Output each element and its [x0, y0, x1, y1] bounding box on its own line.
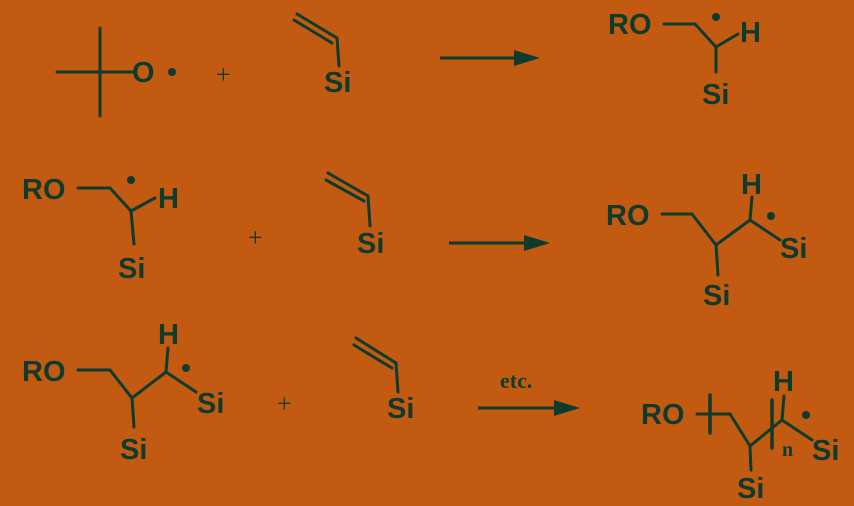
reaction-arrow — [449, 235, 550, 251]
dimer-radical-reactant: RO H Si Si — [22, 319, 224, 466]
hydrogen-atom: H — [741, 169, 762, 201]
vinylsilane-monomer: Si — [292, 12, 351, 99]
reaction-arrow — [440, 50, 540, 66]
alkoxy-group: RO — [606, 200, 650, 232]
row-3-propagation: RO H Si Si + Si etc. RO — [22, 319, 839, 505]
radical-dot — [802, 411, 810, 419]
row-1-initiation: O + Si RO H Si — [55, 9, 761, 118]
hydrogen-atom: H — [773, 366, 794, 398]
polymer-radical-product: RO n H Si Si — [641, 366, 839, 505]
tert-butoxy-radical: O — [55, 26, 176, 118]
reaction-arrow-continued: etc. — [478, 368, 580, 416]
radical-dot — [168, 68, 176, 76]
silicon-atom: Si — [387, 393, 414, 425]
silicon-atom: Si — [197, 388, 224, 420]
alkoxy-silyl-radical-reactant: RO H Si — [22, 174, 179, 285]
silicon-atom: Si — [120, 434, 147, 466]
alkoxy-silyl-radical-product: RO H Si — [608, 9, 761, 111]
radical-dot — [182, 364, 190, 372]
alkoxy-group: RO — [608, 9, 652, 41]
arrow-note: etc. — [500, 368, 532, 393]
alkoxy-group: RO — [22, 356, 66, 388]
silicon-atom: Si — [324, 67, 351, 99]
radical-dot — [127, 176, 135, 184]
silicon-atom: Si — [118, 253, 145, 285]
plus-sign: + — [277, 389, 292, 418]
silicon-atom: Si — [737, 473, 764, 505]
silicon-atom: Si — [780, 233, 807, 265]
hydrogen-atom: H — [740, 17, 761, 49]
radical-dot — [767, 212, 775, 220]
silicon-atom: Si — [812, 435, 839, 467]
row-2-propagation: RO H Si + Si RO — [22, 169, 807, 312]
vinylsilane-monomer: Si — [324, 171, 384, 260]
repeat-count: n — [782, 439, 793, 461]
silicon-atom: Si — [357, 228, 384, 260]
vinylsilane-monomer: Si — [352, 336, 414, 425]
hydrogen-atom: H — [158, 319, 179, 351]
alkoxy-group: RO — [22, 174, 66, 206]
alkoxy-group: RO — [641, 399, 685, 431]
silicon-atom: Si — [703, 280, 730, 312]
dimer-radical-product: RO H Si Si — [606, 169, 807, 312]
oxygen-atom: O — [132, 57, 155, 89]
silicon-atom: Si — [702, 79, 729, 111]
radical-dot — [712, 13, 720, 21]
plus-sign: + — [216, 60, 231, 89]
plus-sign: + — [248, 223, 263, 252]
hydrogen-atom: H — [158, 183, 179, 215]
